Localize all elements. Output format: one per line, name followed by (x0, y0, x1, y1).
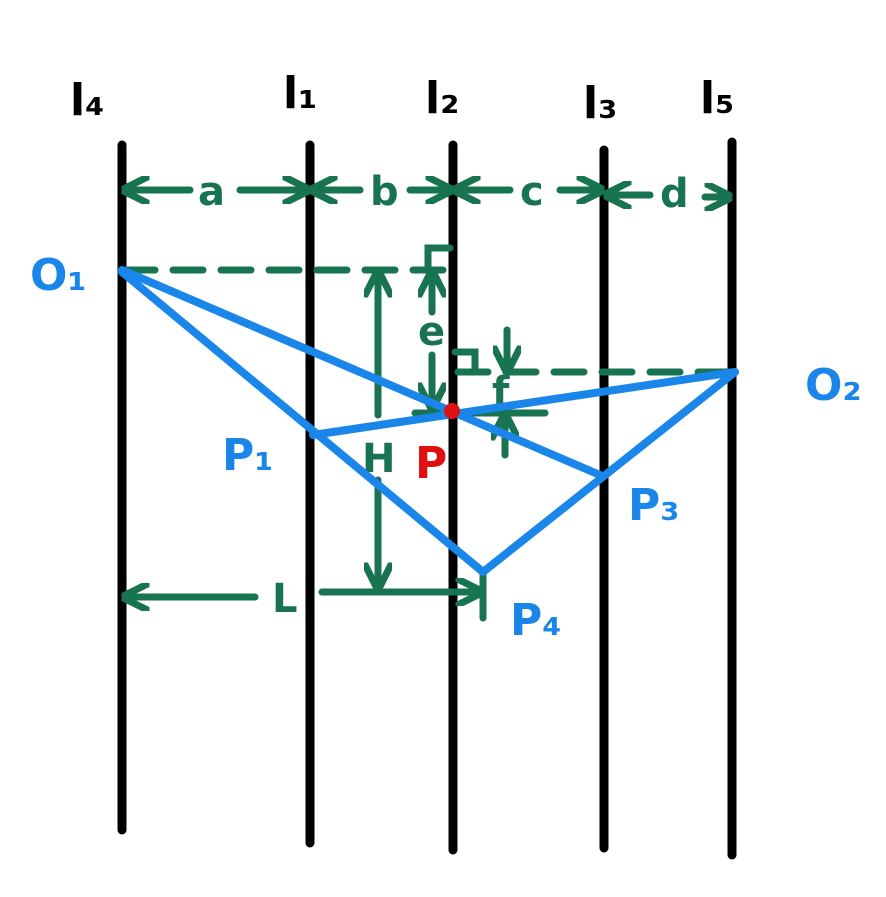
label-l2: l₂ (425, 73, 459, 124)
segment-p4-o2 (479, 368, 739, 576)
label-p4: P₄ (510, 595, 562, 646)
label-l: L (272, 576, 298, 622)
right-angle-mark-1 (424, 244, 454, 274)
segment-p1-o2 (309, 368, 739, 439)
label-l5: l₅ (700, 73, 734, 124)
label-l1: l₁ (283, 68, 317, 119)
label-l4: l₄ (70, 75, 104, 126)
label-c: c (520, 169, 544, 215)
point-p (444, 403, 460, 419)
label-e: e (418, 309, 445, 355)
label-l3: l₃ (583, 78, 617, 129)
label-p3: P₃ (628, 480, 680, 531)
label-o1: O₁ (30, 250, 87, 301)
label-p1: P₁ (222, 430, 274, 481)
label-o2: O₂ (805, 360, 862, 411)
label-b: b (370, 169, 399, 215)
segment-o1-p4 (118, 268, 487, 576)
right-angle-mark-2 (451, 348, 479, 376)
segment-o1-p3 (118, 266, 604, 479)
label-p: P (415, 438, 447, 489)
label-a: a (198, 169, 225, 215)
label-d: d (660, 171, 689, 217)
